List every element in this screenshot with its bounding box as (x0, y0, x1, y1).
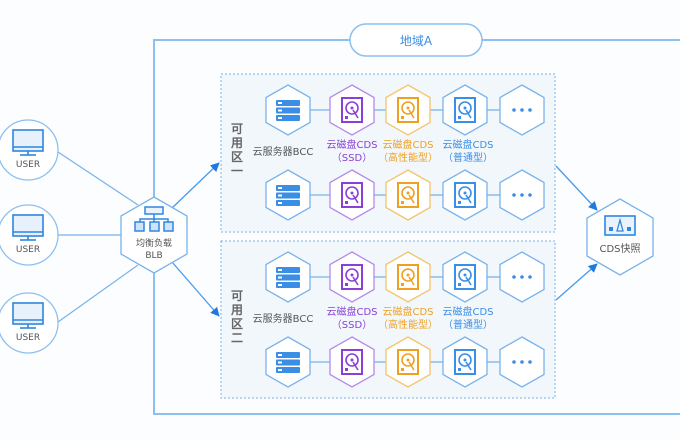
arrow-blb-to-zone-2 (171, 261, 220, 317)
disk-node[interactable] (385, 336, 431, 388)
load-balancer-label: 均衡负载 (136, 237, 172, 249)
zone-1-row (265, 169, 545, 221)
zone-2-row (265, 336, 545, 388)
hard-disk-icon (454, 349, 476, 375)
region-label: 地域A (400, 34, 433, 48)
zone-2-label-char: 区 (231, 317, 243, 331)
hard-disk-icon (397, 349, 419, 375)
zone-2-label-char: 二 (231, 331, 243, 345)
zone-1-label-char: 一 (231, 164, 243, 178)
item-sublabel: （普通型） (443, 151, 493, 164)
hard-disk-icon (341, 264, 363, 290)
item-sublabel: （普通型） (443, 318, 493, 331)
zone-1-label-char: 区 (231, 150, 243, 164)
hard-disk-icon (397, 97, 419, 123)
disk-node[interactable] (329, 84, 375, 136)
more-node[interactable] (499, 169, 545, 221)
arrow-zone-1-to-snapshot (555, 165, 598, 211)
zone-1-label-char: 可 (231, 122, 243, 136)
item-label: 云磁盘CDS (326, 305, 377, 318)
arrow-blb-to-zone-1 (171, 162, 220, 209)
zone-2-row (265, 251, 545, 303)
zone-1-label-char: 用 (230, 136, 243, 150)
item-label: 云磁盘CDS (442, 138, 493, 151)
server-node[interactable] (265, 251, 311, 303)
hard-disk-icon (341, 97, 363, 123)
zone-2-label-char: 用 (230, 303, 243, 317)
item-label: 云磁盘CDS (326, 138, 377, 151)
disk-node[interactable] (442, 336, 488, 388)
more-node[interactable] (499, 84, 545, 136)
hard-disk-icon (454, 264, 476, 290)
user-label: USER (16, 160, 40, 170)
server-icon (276, 185, 300, 206)
disk-node[interactable] (442, 84, 488, 136)
item-label: 云磁盘CDS (382, 305, 433, 318)
more-icon (512, 193, 532, 197)
server-icon (276, 267, 300, 288)
server-node[interactable] (265, 169, 311, 221)
user-label: USER (16, 245, 40, 255)
zone-1-row (265, 84, 545, 136)
server-icon (276, 352, 300, 373)
item-sublabel: （高性能型） (378, 318, 438, 331)
disk-node[interactable] (385, 251, 431, 303)
snapshot-icon (604, 215, 636, 236)
hard-disk-icon (341, 182, 363, 208)
server-node[interactable] (265, 84, 311, 136)
snapshot-hex (586, 198, 654, 276)
load-balancer-node[interactable]: 均衡负载 BLB (120, 196, 188, 274)
disk-node[interactable] (329, 251, 375, 303)
monitor-icon (12, 129, 44, 156)
item-sublabel: （SSD） (332, 319, 372, 331)
connector (57, 264, 139, 323)
server-node[interactable] (265, 336, 311, 388)
disk-node[interactable] (385, 169, 431, 221)
region-label-pill: 地域A (349, 23, 483, 57)
user-node[interactable]: USER (0, 204, 59, 266)
snapshot-node[interactable]: CDS快照 (586, 198, 654, 276)
load-balancer-hex (120, 196, 188, 274)
item-label: 云服务器BCC (253, 312, 314, 325)
hard-disk-icon (341, 349, 363, 375)
user-node[interactable]: USER (0, 119, 59, 181)
network-tree-icon (134, 206, 174, 232)
server-icon (276, 100, 300, 121)
item-label: 云磁盘CDS (382, 138, 433, 151)
item-label: 云服务器BCC (253, 145, 314, 158)
zone-2-label-char: 可 (231, 289, 243, 303)
item-sublabel: （SSD） (332, 152, 372, 164)
disk-node[interactable] (385, 84, 431, 136)
disk-node[interactable] (329, 169, 375, 221)
connector (57, 151, 139, 206)
load-balancer-sublabel: BLB (145, 251, 162, 261)
item-sublabel: （高性能型） (378, 151, 438, 164)
snapshot-label: CDS快照 (599, 243, 640, 255)
monitor-icon (12, 302, 44, 329)
disk-node[interactable] (329, 336, 375, 388)
more-node[interactable] (499, 251, 545, 303)
user-connections (57, 151, 139, 323)
more-icon (512, 108, 532, 112)
monitor-icon (12, 214, 44, 241)
disk-node[interactable] (442, 251, 488, 303)
hard-disk-icon (454, 97, 476, 123)
hard-disk-icon (397, 182, 419, 208)
more-node[interactable] (499, 336, 545, 388)
user-node[interactable]: USER (0, 292, 59, 354)
arrow-zone-2-to-snapshot (555, 263, 598, 301)
hard-disk-icon (397, 264, 419, 290)
item-label: 云磁盘CDS (442, 305, 493, 318)
hard-disk-icon (454, 182, 476, 208)
more-icon (512, 275, 532, 279)
user-label: USER (16, 333, 40, 343)
disk-node[interactable] (442, 169, 488, 221)
more-icon (512, 360, 532, 364)
